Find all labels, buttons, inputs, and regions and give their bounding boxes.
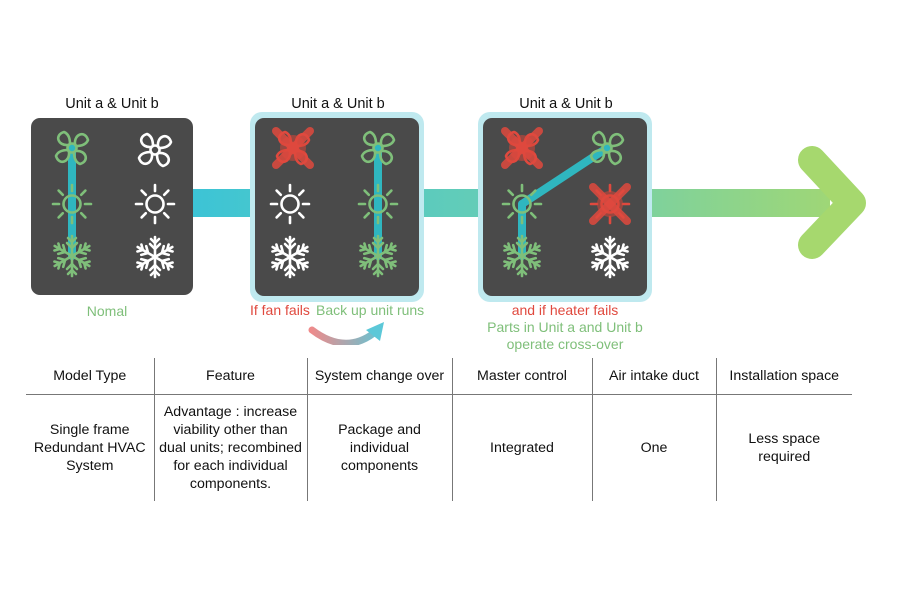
table-row: Single frame Redundant HVAC System Advan… xyxy=(26,394,852,501)
fail-x-icon xyxy=(276,131,310,165)
header-system-change-over: System change over xyxy=(306,358,452,395)
caption-fan-fails: If fan fails xyxy=(250,302,310,318)
panel-normal xyxy=(31,118,193,295)
cell-installation-space: Less space required xyxy=(715,394,852,501)
header-master-control: Master control xyxy=(451,358,592,395)
table-header-row: Model Type Feature System change over Ma… xyxy=(26,358,852,395)
header-air-intake-duct: Air intake duct xyxy=(591,358,716,395)
cell-model-type: Single frame Redundant HVAC System xyxy=(33,422,146,474)
cell-master-control: Integrated xyxy=(451,394,592,501)
cell-air-intake-duct: One xyxy=(591,394,716,501)
panel-1-title: Unit a & Unit b xyxy=(65,96,159,112)
hvac-redundancy-diagram xyxy=(31,112,866,345)
cell-system-change-over: Package and individual components xyxy=(306,394,452,501)
header-model-type: Model Type xyxy=(26,358,154,395)
fail-x-icon xyxy=(505,131,539,165)
caption-backup-runs: Back up unit runs xyxy=(316,302,425,318)
caption-cross-over-1: Parts in Unit a and Unit b xyxy=(487,319,643,335)
caption-normal: Nomal xyxy=(86,303,128,319)
panel-fan-fails xyxy=(250,112,424,302)
header-feature: Feature xyxy=(153,358,307,395)
panel-heater-fails xyxy=(478,112,652,302)
caption-cross-over-2: operate cross-over xyxy=(506,336,624,352)
hvac-spec-table: Model Type Feature System change over Ma… xyxy=(26,358,852,501)
header-installation-space: Installation space xyxy=(715,358,852,395)
caption-heater-fails: and if heater fails xyxy=(511,302,619,318)
fail-x-icon xyxy=(593,187,627,221)
switch-over-arrow xyxy=(308,322,384,345)
panel-2-title: Unit a & Unit b xyxy=(291,96,385,112)
panel-3-title: Unit a & Unit b xyxy=(519,96,613,112)
cell-feature: Advantage : increase viability other tha… xyxy=(153,394,307,501)
